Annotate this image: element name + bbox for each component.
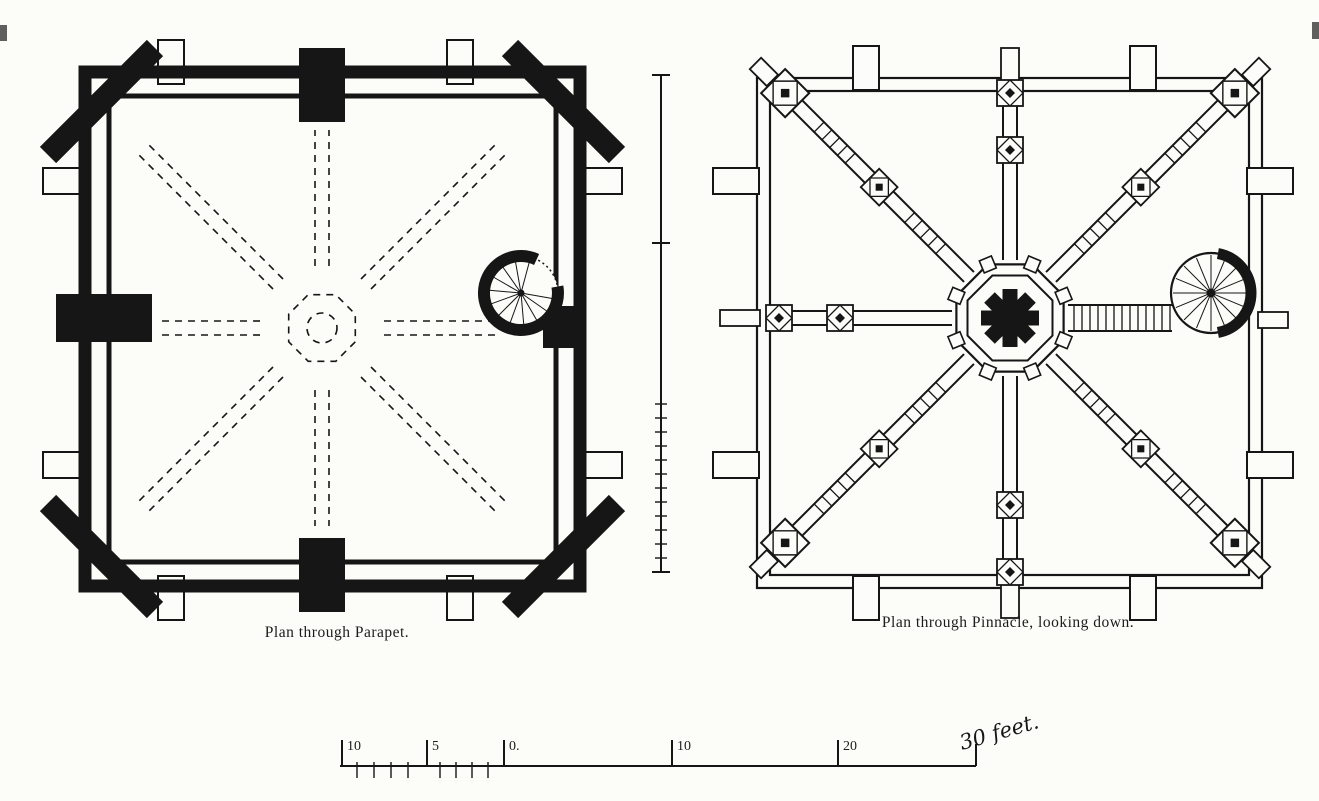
scale-minor-ticks xyxy=(356,762,489,778)
caption-pinnacle: Plan through Pinnacle, looking down. xyxy=(882,614,1134,631)
parapet-dashed-ribs xyxy=(135,130,509,526)
pinnacle-beam-down xyxy=(996,376,1024,619)
scale-label-10-right: 10 xyxy=(677,739,691,754)
scale-major-ticks xyxy=(341,740,977,766)
stair-bridge xyxy=(1068,304,1172,332)
scale-label-20: 20 xyxy=(843,739,857,754)
caption-parapet: Plan through Parapet. xyxy=(265,624,409,641)
stair-newel xyxy=(1206,288,1216,298)
parapet-buttress-blocks xyxy=(56,48,345,612)
parapet-spiral-stair xyxy=(477,250,583,348)
pinnacle-outer-tabs xyxy=(712,45,1294,621)
pinnacle-beam-left xyxy=(719,304,952,332)
parapet-plan: Plan through Parapet. xyxy=(39,39,626,641)
pinnacle-spiral-stair xyxy=(1169,248,1289,338)
scale-label-30-feet: 30 feet. xyxy=(957,709,1042,754)
stair-treads xyxy=(485,257,557,329)
parapet-corner-braces xyxy=(39,39,626,619)
vertical-scale-bar xyxy=(652,74,670,573)
pinnacle-plan: Plan through Pinnacle, looking down. xyxy=(712,45,1294,631)
scan-edge-marks xyxy=(0,22,1319,41)
horizontal-scale-bar: 10 5 0. 10 20 30 feet. xyxy=(340,709,1041,778)
stair-newel xyxy=(517,289,525,297)
spire-core-dashed-octagon xyxy=(287,293,357,363)
pinnacle-central-octagon xyxy=(946,254,1074,382)
vertical-scale-minor-ticks xyxy=(655,403,667,559)
scale-label-10-left: 10 xyxy=(347,739,361,754)
pinnacle-beam-up xyxy=(996,47,1024,260)
parapet-inner-wall-line xyxy=(106,93,559,565)
central-newel-gear xyxy=(981,289,1039,347)
scale-label-0: 0. xyxy=(509,739,520,754)
spire-core-dashed-circle xyxy=(306,312,338,344)
scale-label-5: 5 xyxy=(432,739,439,754)
octagon-vertex-tabs xyxy=(946,254,1074,382)
